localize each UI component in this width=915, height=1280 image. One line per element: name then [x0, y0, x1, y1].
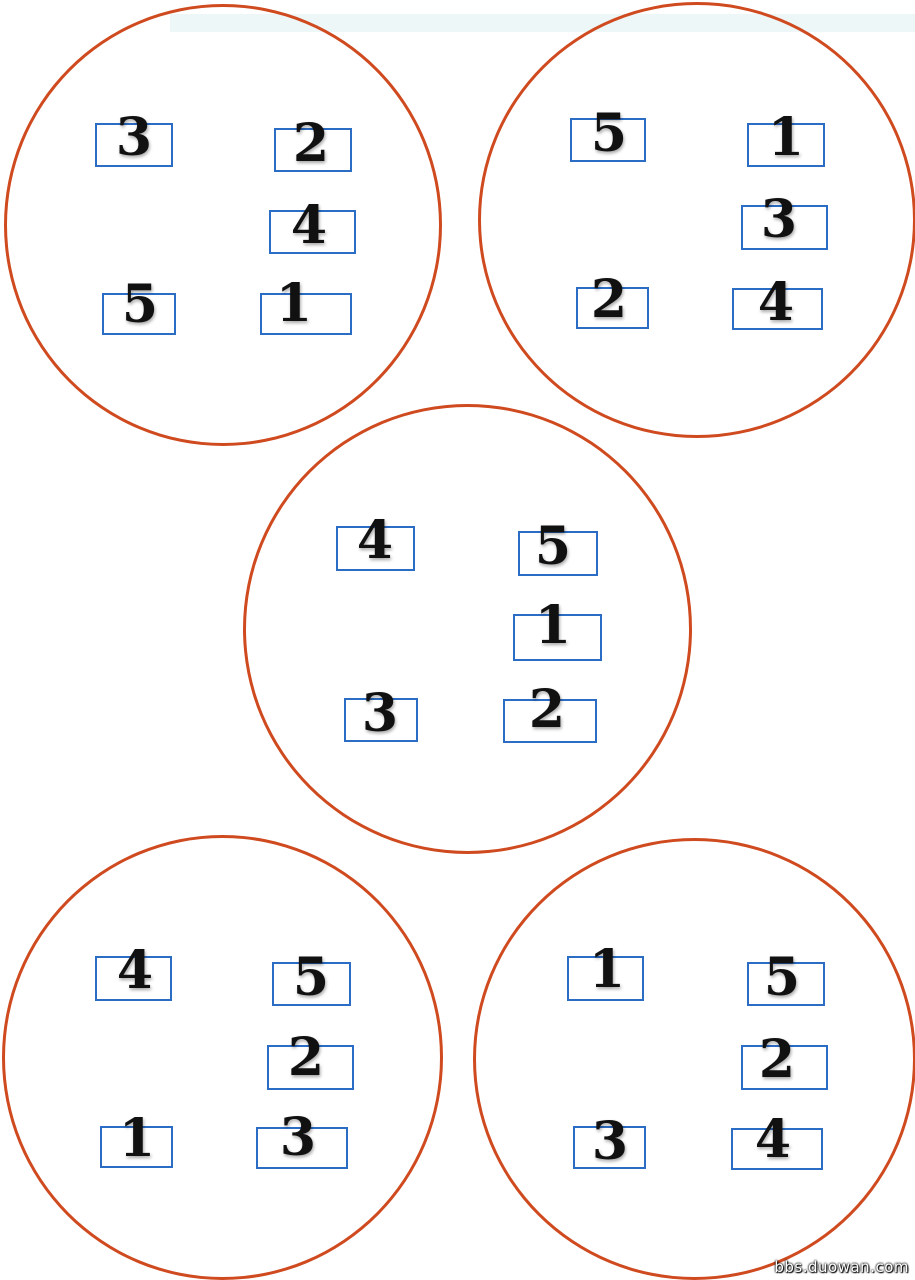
slot-number: 4 — [290, 195, 328, 256]
number-slot[interactable] — [95, 956, 172, 1001]
number-slot[interactable] — [269, 210, 356, 254]
number-slot[interactable] — [95, 123, 173, 167]
number-slot[interactable] — [260, 293, 352, 335]
slot-number: 4 — [116, 940, 154, 1001]
slot-number: 4 — [356, 510, 394, 571]
number-slot[interactable] — [747, 962, 825, 1006]
number-slot[interactable] — [741, 1045, 828, 1090]
puzzle-circle-5 — [473, 838, 915, 1280]
slot-number: 2 — [758, 1029, 796, 1090]
puzzle-circle-3 — [243, 404, 692, 854]
slot-number: 1 — [275, 273, 313, 334]
slot-number: 1 — [767, 107, 805, 168]
number-slot[interactable] — [336, 526, 415, 571]
slot-number: 5 — [590, 103, 628, 164]
number-slot[interactable] — [570, 118, 646, 162]
number-slot[interactable] — [102, 293, 176, 335]
number-slot[interactable] — [567, 956, 644, 1001]
number-slot[interactable] — [576, 287, 649, 329]
slot-number: 3 — [760, 189, 798, 250]
number-slot[interactable] — [272, 962, 351, 1006]
number-slot[interactable] — [741, 205, 828, 250]
slot-number: 2 — [590, 269, 628, 330]
number-slot[interactable] — [274, 128, 352, 172]
slot-number: 1 — [588, 939, 626, 1000]
number-slot[interactable] — [503, 699, 597, 743]
puzzle-circle-4 — [2, 835, 443, 1280]
slot-number: 1 — [118, 1108, 156, 1169]
slot-number: 1 — [534, 595, 572, 656]
number-slot[interactable] — [731, 1128, 823, 1170]
slot-number: 4 — [754, 1109, 792, 1170]
slot-number: 2 — [287, 1027, 325, 1088]
number-slot[interactable] — [513, 614, 602, 661]
slot-number: 2 — [528, 679, 566, 740]
slot-number: 3 — [361, 683, 399, 744]
slot-number: 5 — [121, 274, 159, 335]
number-slot[interactable] — [573, 1126, 646, 1169]
slot-number: 3 — [279, 1107, 317, 1168]
slot-number: 2 — [292, 113, 330, 174]
number-slot[interactable] — [256, 1127, 348, 1169]
slot-number: 3 — [591, 1111, 629, 1172]
number-slot[interactable] — [732, 288, 823, 330]
puzzle-circle-2 — [478, 2, 915, 438]
slot-number: 5 — [534, 516, 572, 577]
slot-number: 5 — [763, 947, 801, 1008]
number-slot[interactable] — [344, 698, 418, 742]
number-slot[interactable] — [267, 1045, 354, 1090]
watermark-text: bbs.duowan.com — [774, 1258, 909, 1276]
number-slot[interactable] — [100, 1126, 173, 1168]
slot-number: 3 — [115, 107, 153, 168]
slot-number: 5 — [292, 947, 330, 1008]
slot-number: 4 — [757, 272, 795, 333]
number-slot[interactable] — [518, 531, 598, 576]
puzzle-circle-1 — [4, 4, 442, 446]
number-slot[interactable] — [747, 123, 825, 167]
